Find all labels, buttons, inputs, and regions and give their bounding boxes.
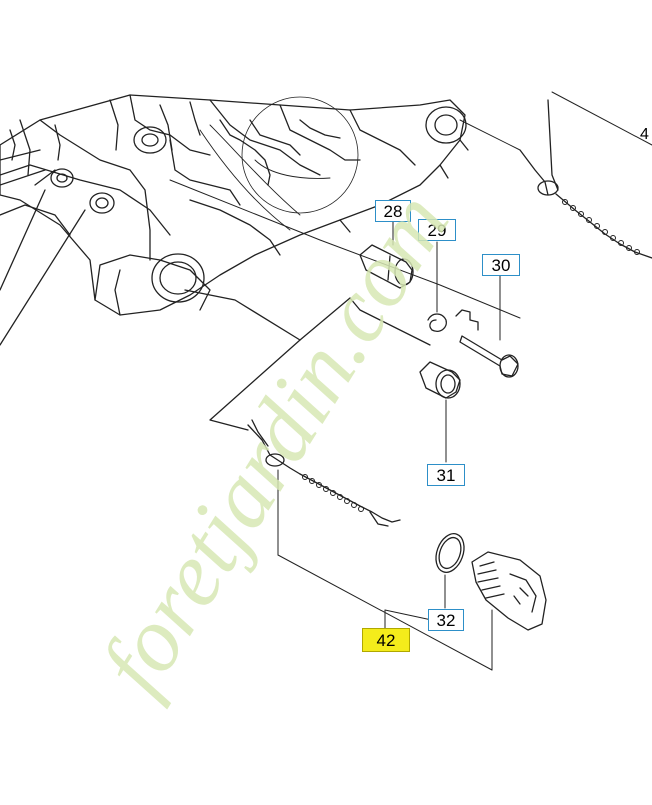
callout-42: 42 — [362, 628, 410, 652]
part-32-o-ring — [435, 533, 465, 609]
upper-chain-links — [562, 199, 640, 255]
callout-28: 28 — [375, 200, 411, 222]
callout-32: 32 — [428, 609, 464, 631]
part-30-pin — [455, 275, 519, 378]
leader-lines-left — [0, 169, 86, 346]
callout-31: 31 — [427, 464, 465, 486]
partial-callout-right: 4 — [640, 126, 649, 143]
part-31-bushing — [419, 361, 461, 463]
part-42-chain — [247, 419, 401, 556]
assembly-axis — [169, 179, 521, 431]
callout-30: 30 — [482, 254, 520, 276]
part-42-cap — [471, 551, 547, 671]
callout-29: 29 — [418, 219, 456, 241]
engine-housing — [0, 94, 469, 316]
chain-links — [302, 474, 364, 512]
part-29-clip — [427, 241, 447, 332]
upper-chain — [459, 91, 652, 259]
